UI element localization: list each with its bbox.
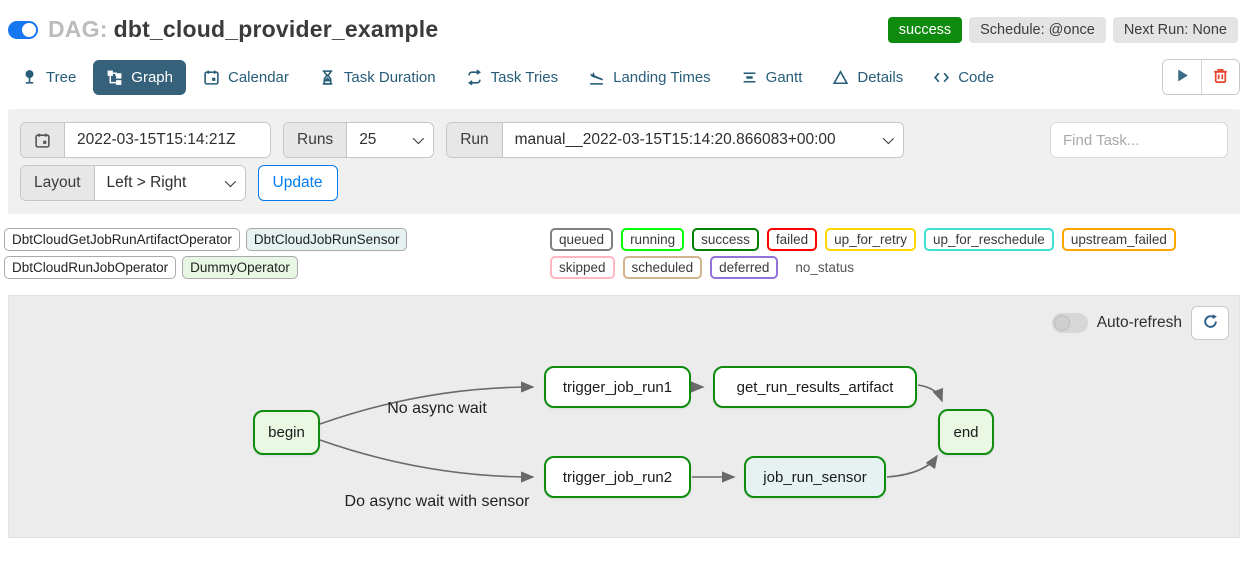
state-legend-no_status[interactable]: no_status: [795, 260, 854, 275]
layout-select-value: Left > Right: [106, 174, 187, 191]
run-group: Run manual__2022-03-15T15:14:20.866083+0…: [446, 122, 904, 158]
tab-label: Tree: [46, 68, 77, 86]
tab-task-tries[interactable]: Task Tries: [453, 60, 572, 95]
runs-select-value: 25: [359, 131, 377, 148]
dag-pause-toggle[interactable]: [8, 20, 38, 39]
chevron-down-icon: [224, 175, 236, 188]
runs-select[interactable]: 25: [347, 123, 434, 157]
tab-bar: Tree Graph Calendar Task Duration Task Tries…: [8, 59, 1240, 95]
next-run-badge: Next Run: None: [1112, 16, 1238, 43]
runs-group: Runs 25: [283, 122, 435, 158]
update-button[interactable]: Update: [257, 165, 338, 201]
tab-label: Task Tries: [490, 68, 559, 86]
state-legend-success[interactable]: success: [692, 228, 759, 251]
graph-panel: Auto-refresh No async wait Do async wait …: [8, 295, 1240, 538]
run-select[interactable]: manual__2022-03-15T15:14:20.866083+00:00: [502, 123, 903, 157]
tree-icon: [21, 69, 38, 86]
state-legend-queued[interactable]: queued: [550, 228, 614, 251]
tab-task-duration[interactable]: Task Duration: [306, 60, 449, 95]
dag-status-badge: success: [887, 16, 963, 43]
task-node-get_run_results_artifact[interactable]: get_run_results_artifact: [713, 366, 917, 408]
layout-select[interactable]: Left > Right: [94, 166, 245, 200]
tab-calendar[interactable]: Calendar: [190, 60, 302, 95]
graph-icon: [106, 69, 123, 86]
run-select-value: manual__2022-03-15T15:14:20.866083+00:00: [514, 131, 836, 148]
chevron-down-icon: [882, 132, 894, 145]
triangle-icon: [832, 69, 849, 86]
dag-title-prefix: DAG:: [48, 16, 108, 42]
layout-group: Layout Left > Right: [20, 165, 246, 201]
find-task-input[interactable]: [1050, 122, 1228, 158]
toggle-knob: [1053, 315, 1070, 331]
dag-graph: No async wait Do async wait with sensor be…: [9, 296, 1239, 537]
auto-refresh-label: Auto-refresh: [1096, 314, 1182, 331]
tab-label: Gantt: [765, 68, 803, 86]
plane-landing-icon: [588, 69, 605, 86]
task-node-trigger_job_run1[interactable]: trigger_job_run1: [544, 366, 691, 408]
edge-label: Do async wait with sensor: [344, 493, 530, 510]
tab-code[interactable]: Code: [920, 60, 1007, 95]
run-label: Run: [447, 123, 503, 157]
edge-label: No async wait: [387, 400, 487, 417]
state-legend-skipped[interactable]: skipped: [550, 256, 615, 279]
repeat-icon: [466, 69, 483, 86]
tab-landing-times[interactable]: Landing Times: [575, 60, 724, 95]
refresh-icon: [1202, 313, 1219, 333]
gantt-icon: [741, 69, 758, 86]
state-legend-up_for_reschedule[interactable]: up_for_reschedule: [923, 228, 1054, 251]
operator-legend-DbtCloudRunJobOperator: DbtCloudRunJobOperator: [4, 256, 177, 279]
state-legend-running[interactable]: running: [621, 228, 685, 251]
operator-legend-DbtCloudJobRunSensor: DbtCloudJobRunSensor: [245, 228, 408, 251]
refresh-button[interactable]: [1191, 306, 1229, 340]
edge-job_run_sensor-to-end: [886, 454, 938, 478]
edge-begin-to-trigger_job_run2: [319, 439, 535, 483]
toggle-knob: [22, 22, 36, 37]
tab-label: Details: [857, 68, 904, 86]
operator-legend-DummyOperator: DummyOperator: [182, 256, 298, 279]
tab-label: Task Duration: [343, 68, 436, 86]
runs-label: Runs: [284, 123, 348, 157]
tab-details[interactable]: Details: [819, 60, 916, 95]
state-legend-upstream_failed[interactable]: upstream_failed: [1061, 228, 1176, 251]
code-icon: [933, 69, 950, 86]
hourglass-icon: [319, 69, 336, 86]
dag-header: DAG:dbt_cloud_provider_example success S…: [0, 0, 1248, 49]
task-node-job_run_sensor[interactable]: job_run_sensor: [744, 456, 886, 498]
chevron-down-icon: [412, 132, 425, 145]
base-date-group: [20, 122, 271, 158]
tab-label: Code: [958, 68, 995, 86]
edge-begin-to-trigger_job_run1: [319, 381, 535, 425]
state-legend-up_for_retry[interactable]: up_for_retry: [825, 228, 916, 251]
trigger-dag-button[interactable]: [1163, 60, 1201, 94]
task-node-end[interactable]: end: [938, 409, 994, 455]
dag-actions: [1162, 59, 1240, 95]
operator-legend-DbtCloudGetJobRunArtifactOperator: DbtCloudGetJobRunArtifactOperator: [4, 228, 240, 251]
trash-icon: [1212, 67, 1229, 87]
base-date-input[interactable]: [65, 123, 270, 157]
calendar-addon-icon: [21, 123, 65, 157]
state-legend-scheduled[interactable]: scheduled: [622, 256, 703, 279]
task-node-begin[interactable]: begin: [253, 410, 320, 455]
tab-label: Landing Times: [613, 68, 711, 86]
play-icon: [1174, 67, 1191, 87]
delete-dag-button[interactable]: [1201, 60, 1239, 94]
tab-gantt[interactable]: Gantt: [728, 60, 816, 95]
state-legend-deferred[interactable]: deferred: [710, 256, 779, 279]
calendar-icon: [203, 69, 220, 86]
state-legend-failed[interactable]: failed: [766, 228, 818, 251]
tab-label: Calendar: [228, 68, 289, 86]
dag-name: dbt_cloud_provider_example: [113, 16, 439, 42]
filter-panel: Runs 25 Run manual__2022-03-15T15:14:20.…: [8, 109, 1240, 214]
tab-graph[interactable]: Graph: [93, 59, 186, 95]
schedule-badge: Schedule: @once: [969, 16, 1106, 43]
tab-tree[interactable]: Tree: [8, 60, 89, 95]
tab-label: Graph: [131, 68, 173, 86]
page-title: DAG:dbt_cloud_provider_example: [48, 16, 438, 43]
edge-get_run_results_artifact-to-end: [917, 384, 944, 403]
auto-refresh-toggle[interactable]: [1051, 313, 1088, 333]
layout-label: Layout: [21, 166, 95, 200]
task-node-trigger_job_run2[interactable]: trigger_job_run2: [544, 456, 691, 498]
